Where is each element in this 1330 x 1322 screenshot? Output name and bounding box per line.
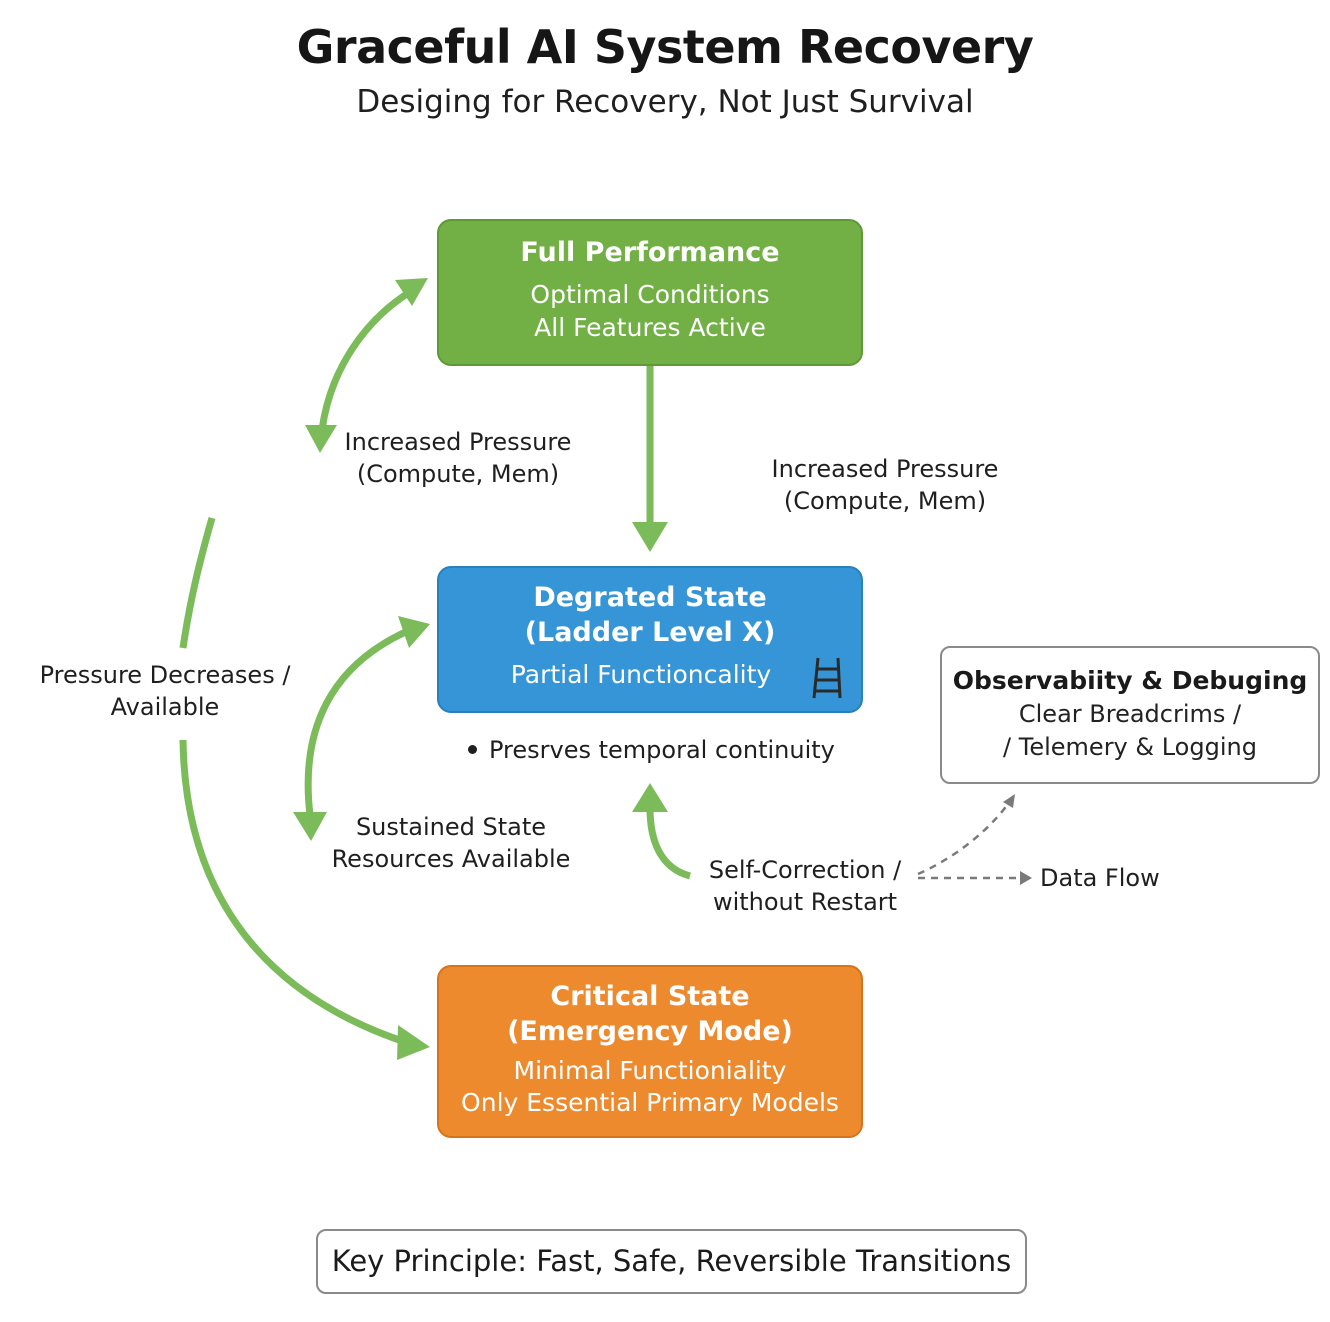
label-increased-pressure-left: Increased Pressure (Compute, Mem) (330, 426, 586, 490)
state-degraded: Degrated State (Ladder Level X) Partial … (437, 566, 863, 713)
state-line: Minimal Functioniality (513, 1056, 787, 1085)
arrow-self-correction (632, 783, 692, 880)
page-title: Graceful AI System Recovery (296, 20, 1034, 74)
state-title: Critical State (550, 981, 750, 1012)
label-line: (Compute, Mem) (783, 487, 987, 515)
label-increased-pressure-right: Increased Pressure (Compute, Mem) (760, 453, 1010, 517)
arrow-pressure-decreases-bottom (179, 739, 430, 1060)
label-self-correction: Self-Correction / without Restart (690, 854, 920, 918)
ladder-icon (812, 657, 842, 699)
label-line: Self-Correction / (708, 856, 902, 884)
arrow-pressure-decreases-top (179, 517, 216, 649)
state-critical: Critical State (Emergency Mode) Minimal … (437, 965, 863, 1138)
state-line: Partial Functioncality (510, 660, 772, 689)
state-line: All Features Active (534, 313, 766, 342)
arrow-bidirectional-degraded (293, 616, 430, 841)
observability-line: Clear Breadcrims / (1018, 700, 1242, 728)
state-full-performance: Full Performance Optimal Conditions All … (437, 219, 863, 366)
state-title-sub: (Ladder Level X) (524, 617, 776, 648)
page-subtitle: Desiging for Recovery, Not Just Survival (356, 84, 974, 120)
observability-title: Observabiity & Debuging (952, 666, 1308, 695)
bullet-text: Presrves temporal continuity (489, 736, 835, 764)
label-data-flow: Data Flow (1040, 864, 1160, 892)
label-line: Increased Pressure (344, 428, 572, 456)
label-sustained-state: Sustained State Resources Available (320, 811, 582, 875)
bullet-dot (468, 745, 477, 754)
arrow-bidirectional-full (305, 278, 428, 453)
label-line: without Restart (712, 888, 898, 916)
state-title: Full Performance (520, 237, 780, 268)
state-title-sub: (Emergency Mode) (507, 1016, 793, 1047)
dashed-arrow-to-observability (917, 794, 1015, 876)
bullet-temporal-continuity: Presrves temporal continuity (460, 734, 860, 766)
label-line: (Compute, Mem) (356, 460, 560, 488)
state-title: Degrated State (533, 582, 767, 613)
label-line: Resources Available (331, 845, 571, 873)
key-principle-box: Key Principle: Fast, Safe, Reversible Tr… (316, 1229, 1027, 1294)
dashed-arrow-data-flow (918, 871, 1032, 885)
observability-line: / Telemery & Logging (1003, 733, 1257, 761)
state-line: Optimal Conditions (530, 280, 770, 309)
label-line: Sustained State (355, 813, 547, 841)
label-pressure-decreases: Pressure Decreases / Available (30, 659, 300, 723)
label-line: Available (110, 693, 220, 721)
label-line: Increased Pressure (771, 455, 999, 483)
arrow-full-to-degraded (632, 366, 668, 552)
state-line: Only Essential Primary Models (461, 1088, 839, 1117)
label-line: Pressure Decreases / (39, 661, 291, 689)
observability-box: Observabiity & Debuging Clear Breadcrims… (940, 646, 1320, 784)
